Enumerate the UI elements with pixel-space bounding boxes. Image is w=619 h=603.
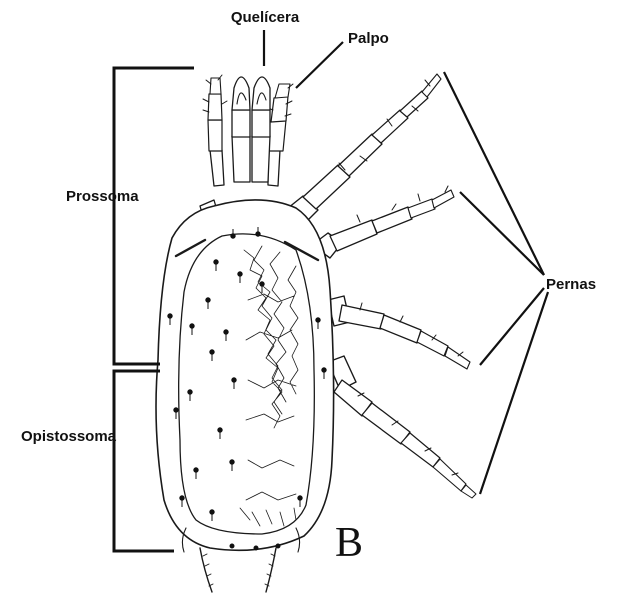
palp-left [203, 75, 227, 186]
mite-body [156, 200, 334, 592]
palp-right [268, 84, 293, 186]
chelicera-label: Quelícera [231, 9, 300, 26]
chelicerae [232, 77, 270, 182]
prosoma-label: Prossoma [66, 188, 139, 205]
leg-4 [328, 356, 476, 498]
figure-letter: B [335, 520, 363, 566]
leg-3 [328, 296, 470, 369]
palp-leader [296, 42, 343, 88]
legs-label: Pernas [546, 276, 596, 293]
palp-label: Palpo [348, 30, 389, 47]
opisthosoma-label: Opistossoma [21, 428, 117, 445]
legs-leaders [444, 72, 548, 494]
leg-2 [312, 186, 454, 258]
